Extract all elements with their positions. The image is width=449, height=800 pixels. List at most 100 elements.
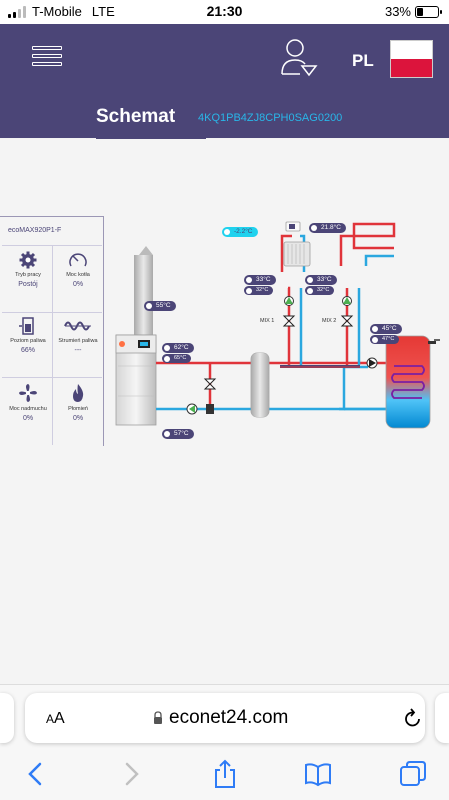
- status-bar: T-Mobile LTE 21:30 33%: [0, 0, 449, 24]
- hamburger-menu-icon[interactable]: [32, 46, 62, 72]
- app-header: PL: [0, 24, 449, 96]
- boiler-power-value: 0%: [72, 281, 84, 288]
- reload-icon[interactable]: [403, 707, 423, 729]
- fuel-level-cell: Poziom paliwa 66%: [4, 317, 52, 354]
- mix1-set-temp: 32°C: [256, 287, 269, 293]
- auger-icon: [64, 321, 91, 331]
- hydraulic-diagram: -2.2°C 21.8°C 55°C 62°C 65°C 57°C 33°C 3…: [104, 216, 449, 456]
- flame-label: Płomień: [68, 406, 88, 412]
- boiler-icon: [115, 334, 157, 426]
- tab-indicator: [96, 136, 206, 139]
- fuel-level-value: 66%: [20, 347, 35, 354]
- fuel-flow-label: Strumień paliwa: [58, 338, 98, 344]
- boiler-power-label: Moc kotła: [66, 272, 90, 278]
- exhaust-temp: 55°C: [156, 302, 171, 309]
- mix1-temp: 33°C: [256, 276, 271, 283]
- dhw-temp-badge: 45°C: [370, 324, 402, 334]
- battery-icon: [415, 5, 442, 18]
- mix2-temp: 33°C: [317, 276, 332, 283]
- valve-icon: [203, 378, 217, 414]
- lock-icon: [154, 711, 162, 724]
- boiler-pump-icon: [186, 403, 198, 415]
- boiler-power-cell: Moc kotła 0%: [54, 251, 102, 288]
- fan-power-value: 0%: [22, 415, 34, 422]
- battery-percent: 33%: [384, 4, 411, 19]
- mix2-temp-badge: 33°C: [305, 275, 337, 285]
- dhw-pump-icon: [366, 357, 378, 369]
- boiler-temp-badge: 62°C: [162, 343, 194, 353]
- mix1-temp-badge: 33°C: [244, 275, 276, 285]
- mix2-valve-icon: [340, 315, 354, 327]
- controller-model: ecoMAX920P1-F: [8, 227, 62, 234]
- dhw-set-badge: 47°C: [370, 335, 400, 344]
- carrier-info: T-Mobile LTE: [8, 4, 115, 19]
- clock: 21:30: [206, 3, 243, 19]
- fan-power-label: Moc nadmuchu: [9, 406, 47, 412]
- boiler-set-temp: 65°C: [174, 355, 187, 361]
- next-tab-preview[interactable]: [435, 693, 449, 743]
- user-account-icon[interactable]: [280, 38, 318, 78]
- carrier-name: T-Mobile: [32, 4, 82, 19]
- room-thermostat-icon: [285, 221, 301, 232]
- fuel-tank-icon: [19, 317, 34, 335]
- dhw-temp: 45°C: [382, 325, 397, 332]
- schema-content: ecoMAX920P1-F Tryb pracy Postój Moc kotł…: [0, 139, 449, 684]
- gauge-icon: [69, 253, 87, 267]
- flame-value: 0%: [72, 415, 84, 422]
- forward-arrow-icon[interactable]: [116, 759, 146, 789]
- mix2-set-badge: 32°C: [305, 286, 335, 295]
- fuel-flow-cell: Strumień paliwa ---: [54, 317, 102, 354]
- operation-mode-cell: Tryb pracy Postój: [4, 251, 52, 288]
- mix2-pump-icon: [342, 296, 352, 306]
- mix2-label: MIX 2: [322, 318, 337, 324]
- battery-info: 33%: [384, 4, 442, 19]
- operation-mode-value: Postój: [18, 281, 38, 288]
- fan-power-cell: Moc nadmuchu 0%: [4, 383, 52, 422]
- outdoor-temp: -2.2°C: [234, 228, 253, 235]
- boiler-display-icon: [140, 342, 148, 346]
- signal-icon: [8, 5, 26, 18]
- flame-cell: Płomień 0%: [54, 383, 102, 422]
- poland-flag-icon[interactable]: [390, 40, 433, 78]
- room-temp-badge: 21.8°C: [309, 223, 346, 233]
- page-title: Schemat: [96, 106, 176, 127]
- fuel-flow-value: ---: [74, 347, 82, 354]
- back-arrow-icon[interactable]: [21, 759, 51, 789]
- exhaust-temp-badge: 55°C: [144, 301, 176, 311]
- url-text[interactable]: econet24.com: [169, 707, 289, 728]
- tabs-icon[interactable]: [398, 759, 428, 789]
- fan-icon: [19, 384, 37, 402]
- diagram-graphics: [115, 221, 440, 429]
- return-temp: 57°C: [174, 430, 189, 437]
- network-type: LTE: [91, 4, 115, 19]
- share-icon[interactable]: [210, 759, 240, 789]
- boiler-set-badge: 65°C: [162, 354, 192, 363]
- fuel-level-label: Poziom paliwa: [10, 338, 46, 344]
- chimney-icon: [134, 246, 153, 335]
- bookmarks-icon[interactable]: [303, 759, 333, 789]
- mix1-set-badge: 32°C: [244, 286, 274, 295]
- return-temp-badge: 57°C: [162, 429, 194, 439]
- mix1-pump-icon: [284, 296, 294, 306]
- room-temp: 21.8°C: [321, 224, 341, 231]
- outdoor-temp-badge: -2.2°C: [222, 227, 258, 237]
- device-id: 4KQ1PB4ZJ8CPH0SAG0200: [198, 112, 343, 124]
- mix2-set-temp: 32°C: [317, 287, 330, 293]
- title-bar: Schemat 4KQ1PB4ZJ8CPH0SAG0200: [0, 96, 449, 138]
- separator-icon: [250, 352, 270, 418]
- previous-tab-preview[interactable]: [0, 693, 14, 743]
- radiator-icon: [283, 241, 311, 267]
- boiler-temp: 62°C: [174, 344, 189, 351]
- browser-toolbar: AA econet24.com: [0, 684, 449, 800]
- boiler-info-panel: ecoMAX920P1-F Tryb pracy Postój Moc kotł…: [0, 216, 104, 446]
- dhw-set-temp: 47°C: [382, 336, 395, 342]
- gear-icon: [19, 251, 37, 269]
- flame-icon: [73, 384, 84, 402]
- dhw-tank-icon: [385, 335, 440, 429]
- mix1-label: MIX 1: [260, 318, 275, 324]
- language-selector[interactable]: PL: [352, 51, 374, 70]
- address-bar[interactable]: AA econet24.com: [25, 693, 425, 743]
- mix1-valve-icon: [282, 315, 296, 327]
- reader-settings-button[interactable]: AA: [46, 710, 65, 727]
- operation-mode-label: Tryb pracy: [15, 272, 41, 278]
